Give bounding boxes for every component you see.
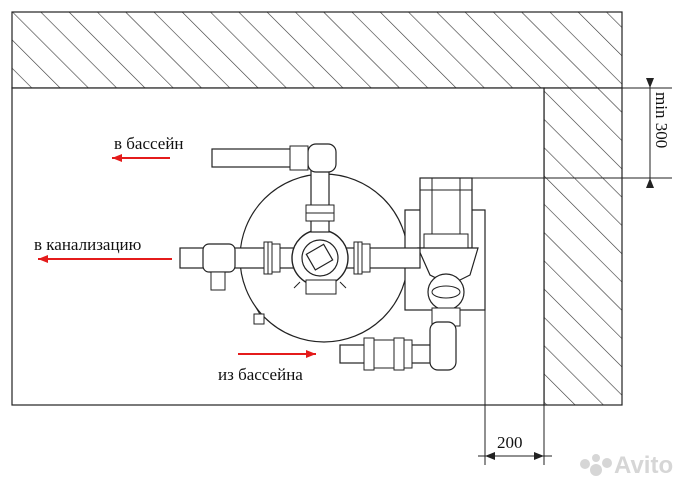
return-pipe xyxy=(211,143,337,233)
pump-motor xyxy=(419,177,473,253)
wall-right xyxy=(543,87,623,406)
label-from-pool: из бассейна xyxy=(218,365,303,384)
dim-horizontal-label: 200 xyxy=(497,433,523,452)
pump-housing xyxy=(417,247,479,327)
dimension-horizontal: 200 xyxy=(478,310,552,465)
dimension-vertical: min 300 xyxy=(458,78,672,188)
dim-vertical-label: min 300 xyxy=(652,92,671,148)
avito-watermark: Avito xyxy=(580,452,673,479)
wall-top xyxy=(11,11,623,89)
label-to-sewer: в канализацию xyxy=(34,235,142,254)
multiport-valve xyxy=(291,229,349,295)
watermark-text: Avito xyxy=(614,452,673,479)
label-to-pool: в бассейн xyxy=(114,134,184,153)
suction-pipe xyxy=(339,321,457,371)
